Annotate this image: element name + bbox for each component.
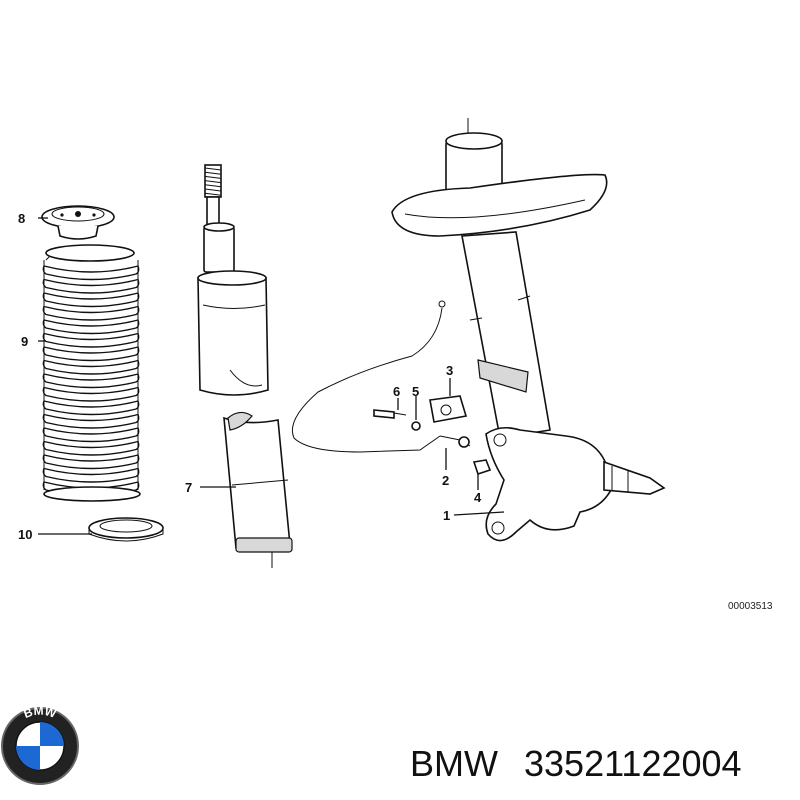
brand-name: BMW — [410, 743, 498, 784]
bellows-fold — [42, 359, 140, 375]
bellows-fold — [42, 454, 140, 470]
spring-pad-part-10 — [88, 517, 164, 542]
callout-2: 2 — [442, 473, 449, 488]
thread-line — [204, 171, 222, 175]
bellows-fold — [42, 400, 140, 416]
thread-line — [204, 188, 222, 192]
bellows-fold — [42, 305, 140, 321]
thread-line — [204, 167, 222, 171]
diagram-reference-code: 00003513 — [728, 601, 773, 612]
callout-5: 5 — [412, 384, 419, 399]
thread-line — [204, 180, 222, 184]
steering-knuckle-part-1 — [485, 426, 666, 542]
callout-4: 4 — [474, 490, 482, 505]
callout-10: 10 — [18, 527, 32, 542]
thread-line — [204, 192, 222, 196]
bellows-fold — [42, 413, 140, 429]
callout-3: 3 — [446, 363, 453, 378]
strut-housing — [391, 118, 608, 439]
callout-7: 7 — [185, 480, 192, 495]
callout-8: 8 — [18, 211, 25, 226]
bellows-fold — [42, 278, 140, 294]
shock-absorber-part-7 — [197, 164, 293, 568]
bmw-logo-letters: BMW — [22, 704, 59, 721]
bellows-fold — [42, 346, 140, 362]
dust-bellows-part-9 — [42, 244, 141, 502]
leader-lines — [38, 217, 505, 535]
bellows-fold — [42, 319, 140, 335]
bellows-fold — [42, 265, 140, 281]
thread-line — [204, 184, 222, 188]
abs-sensor-cable — [292, 300, 492, 476]
callout-9: 9 — [21, 334, 28, 349]
callout-6: 6 — [393, 384, 400, 399]
bellows-fold — [42, 386, 140, 402]
bellows-fold — [42, 440, 140, 456]
bellows-fold — [42, 467, 140, 483]
part-number: 33521122004 — [524, 743, 742, 784]
callout-1: 1 — [443, 508, 450, 523]
bmw-logo: BMW — [1, 704, 79, 785]
bellows-fold — [42, 292, 140, 308]
thread-line — [204, 175, 222, 179]
bellows-fold — [42, 373, 140, 389]
bellows-fold — [42, 427, 140, 443]
bellows-fold — [42, 332, 140, 348]
strut-mount-part-8 — [41, 205, 115, 240]
